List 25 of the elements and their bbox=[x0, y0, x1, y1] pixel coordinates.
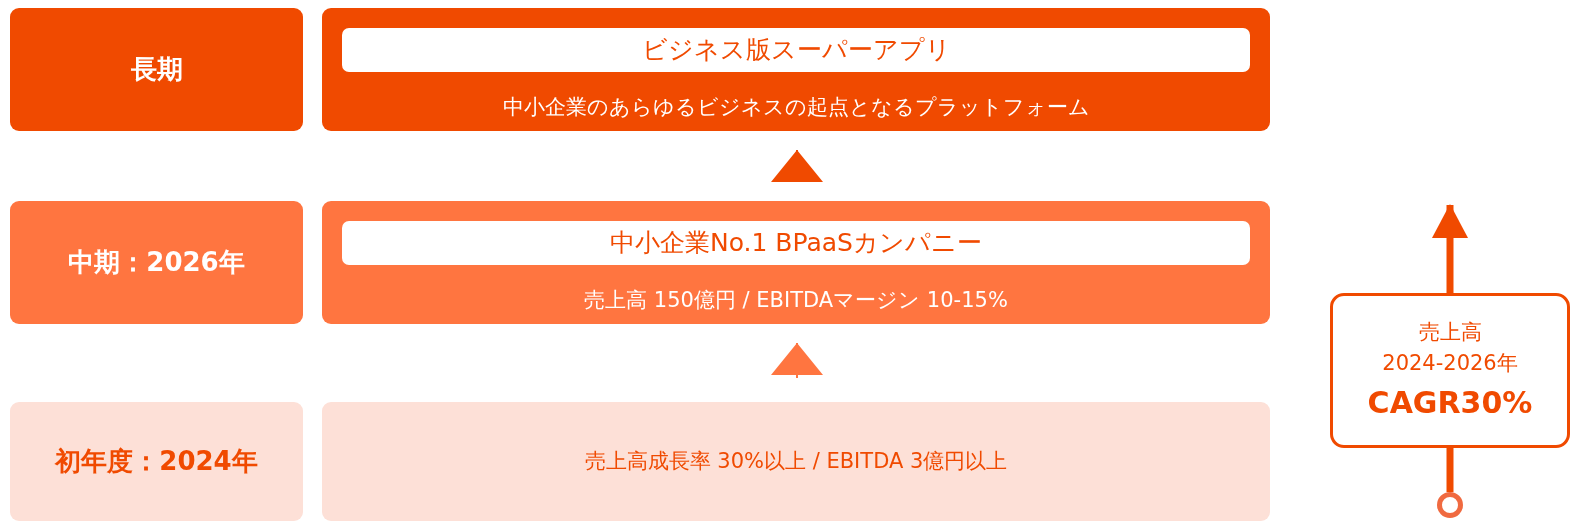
arrow bbox=[1432, 204, 1468, 293]
period-label-box bbox=[10, 201, 303, 324]
circle-marker bbox=[1437, 492, 1463, 518]
highlight-text: CAGR30% bbox=[1367, 383, 1533, 422]
callout-text: 2024-2026年 bbox=[1382, 350, 1518, 377]
connector-line bbox=[1446, 448, 1454, 492]
box-text: 売上高成長率 30%以上 / EBITDA 3億円以上 bbox=[584, 447, 1008, 475]
goal-box bbox=[322, 8, 1270, 131]
box-text: 中小企業のあらゆるビジネスの起点となるプラットフォーム bbox=[502, 93, 1090, 121]
period-label-box bbox=[10, 402, 303, 521]
box-text: ビジネス版スーパーアプリ bbox=[641, 34, 951, 67]
triangle-arrow bbox=[771, 342, 823, 379]
box-text: 売上高 150億円 / EBITDAマージン 10-15% bbox=[584, 286, 1008, 314]
goal-title-pill bbox=[342, 28, 1250, 72]
triangle-arrow bbox=[771, 149, 823, 182]
box-text: 中小企業No.1 BPaaSカンパニー bbox=[610, 227, 982, 260]
callout-text: 売上高 bbox=[1418, 318, 1482, 346]
growth-callout-box bbox=[1330, 293, 1570, 448]
goal-box bbox=[322, 402, 1270, 521]
goal-box bbox=[322, 201, 1270, 324]
box-text: 中期：2026年 bbox=[68, 246, 245, 279]
period-label-box bbox=[10, 8, 303, 131]
goal-title-pill bbox=[342, 221, 1250, 265]
box-text: 初年度：2024年 bbox=[55, 445, 258, 478]
box-text: 長期 bbox=[130, 53, 183, 86]
